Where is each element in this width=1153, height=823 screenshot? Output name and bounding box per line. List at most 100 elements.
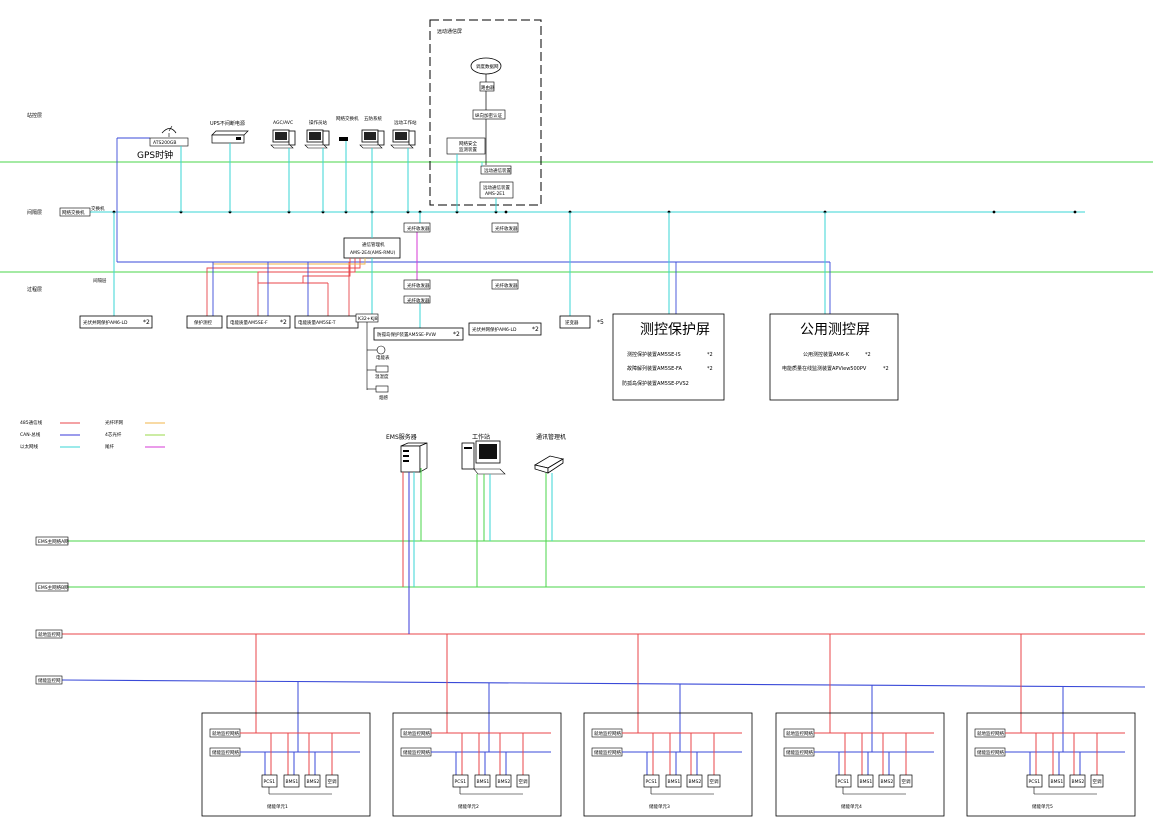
- network-switch-small: 网络交换机: [336, 115, 359, 141]
- bay-power-quality-f-count: *2: [280, 319, 287, 326]
- module-label: 空调: [902, 778, 911, 785]
- module-box-bms2: [304, 774, 321, 788]
- unit-row-label-local: 就地监控网络: [403, 730, 430, 737]
- storage-unit-frame: [966, 712, 1136, 817]
- bus-storage-monitor: [61, 679, 1146, 688]
- fiber-box-1: [403, 222, 431, 233]
- remote-cabinet-title: 远动通信屏: [437, 28, 462, 35]
- storage-unit-frame: [775, 712, 945, 817]
- fiber-box-2: [491, 222, 519, 233]
- bay-ld-right-count: *2: [532, 326, 539, 333]
- bay-power-quality-f-label: 电能质量AM5SE-F: [230, 319, 268, 326]
- left-network-switch-label: 网络交换机: [62, 209, 85, 216]
- module-box-空调: [516, 774, 530, 788]
- module-box-pcs1: [452, 774, 469, 788]
- bay-ld-left-label: 光伏并网保护AM6-LD: [83, 319, 128, 326]
- module-label: BMS2: [1072, 779, 1085, 785]
- module-box-pcs1: [643, 774, 660, 788]
- bus-label-2: EMS主网络B网: [38, 584, 69, 591]
- module-label: BMS1: [286, 779, 299, 785]
- bay-pvw-label: 防孤岛保护装置AM5SE-PVW: [377, 331, 436, 338]
- protection-cabinet: [612, 313, 725, 401]
- legend-item-5-label: 4芯光纤: [105, 431, 122, 438]
- bus-label-box-4: [35, 675, 63, 685]
- module-label: 空调: [328, 778, 337, 785]
- protection-cabinet-title: 测控保护屏: [640, 322, 710, 338]
- module-label: PCS1: [646, 779, 658, 785]
- legend-item-6-label: 尾纤: [105, 443, 114, 450]
- public-cabinet-title: 公用测控屏: [800, 322, 870, 338]
- module-box-bms1: [665, 774, 682, 788]
- module-box-bms1: [283, 774, 300, 788]
- remote-comm-box-2-line2: AMS-2E1: [485, 191, 505, 197]
- fiber-box-2-label: 光纤收发器: [495, 225, 518, 232]
- bay-inverter-label: 逆变器: [565, 319, 579, 326]
- storage-unit-name: 储能单元4: [841, 803, 862, 810]
- public-row-1-count: *2: [865, 352, 871, 358]
- module-box-bms2: [686, 774, 703, 788]
- protection-row-3: 防孤岛保护装置AM5SE-PVS2: [622, 380, 689, 387]
- fiber-box-3-label: 光纤收发器: [407, 282, 430, 289]
- legend-item-2-label: CAN-总线: [20, 431, 41, 438]
- legend-item-4-label: 光纤环网: [105, 419, 123, 426]
- public-row-2: 电能质量在线监测装置APView500PV: [782, 365, 867, 372]
- encryption-label: 纵向加密认证: [475, 112, 502, 119]
- bay-inverter: [559, 315, 591, 329]
- bay-ld-right-label: 光伏并网保护AM6-LD: [472, 326, 517, 333]
- fiber-box-4: [491, 279, 519, 290]
- gps-device-box: [149, 137, 189, 147]
- protection-row-2-count: *2: [707, 366, 713, 372]
- unit-row-label-local: 就地监控网络: [977, 730, 1004, 737]
- gps-clock-label: GPS时钟: [137, 149, 173, 161]
- bay-power-quality-t-label: 电能质量AM5SE-T: [298, 319, 336, 326]
- storage-unit-frame: [583, 712, 753, 817]
- remote-comm-box-1: [480, 165, 512, 175]
- module-box-bms2: [495, 774, 512, 788]
- layer-label-station: 站控层: [27, 112, 42, 119]
- bay-ld-left: [79, 315, 153, 329]
- encryption-box: [472, 109, 506, 120]
- bus-label-box-3: [35, 629, 63, 639]
- module-label: PCS1: [455, 779, 467, 785]
- fiber-box-1-label: 光纤收发器: [407, 225, 430, 232]
- public-row-2-count: *2: [883, 366, 889, 372]
- server-label-comm-manager: 通讯管理机: [536, 433, 566, 441]
- module-box-bms2: [1069, 774, 1086, 788]
- storage-unit-frame: [392, 712, 562, 817]
- unit-row-label-storage: 储能监控网络: [212, 749, 239, 756]
- protection-row-2: 故障解列装置AM5SE-FA: [627, 365, 682, 372]
- remote-comm-box-1-label: 远动通信装置: [484, 167, 511, 174]
- unit-row-label-storage: 储能监控网络: [594, 749, 621, 756]
- bay-ld-left-count: *2: [143, 319, 150, 326]
- bay-pvw-count: *2: [453, 331, 460, 338]
- workstation-agc: AGC/AVC: [270, 120, 296, 149]
- module-label: BMS2: [307, 779, 320, 785]
- k32-label: K32+KJ8: [358, 316, 378, 322]
- bus-label-1: EMS主网络A网: [38, 538, 69, 545]
- module-label: 空调: [1093, 778, 1102, 785]
- workstation-label-agc: AGC/AVC: [273, 120, 293, 126]
- ups-icon: [211, 130, 249, 144]
- module-box-空调: [899, 774, 913, 788]
- legend-item-1-label: 485通信线: [20, 419, 43, 426]
- module-box-bms2: [878, 774, 895, 788]
- module-box-pcs1: [1026, 774, 1043, 788]
- fiber-box-4-label: 光纤收发器: [495, 282, 518, 289]
- bay-inverter-count: *5: [597, 319, 604, 326]
- workstation-label-operator: 操作员站: [309, 119, 327, 126]
- storage-unit-frame: [201, 712, 371, 817]
- public-cabinet: [769, 313, 899, 401]
- router-label: 路由器: [481, 84, 495, 91]
- satellite-dish-icon: [161, 125, 177, 137]
- server-label-workstation: 工作站: [472, 433, 490, 441]
- bus-label-4: 储能监控网: [38, 677, 61, 684]
- peripheral-smoke-label: 烟感: [379, 394, 388, 401]
- protection-row-1-count: *2: [707, 352, 713, 358]
- peripheral-meter-label: 电能表: [376, 354, 390, 361]
- module-box-bms1: [857, 774, 874, 788]
